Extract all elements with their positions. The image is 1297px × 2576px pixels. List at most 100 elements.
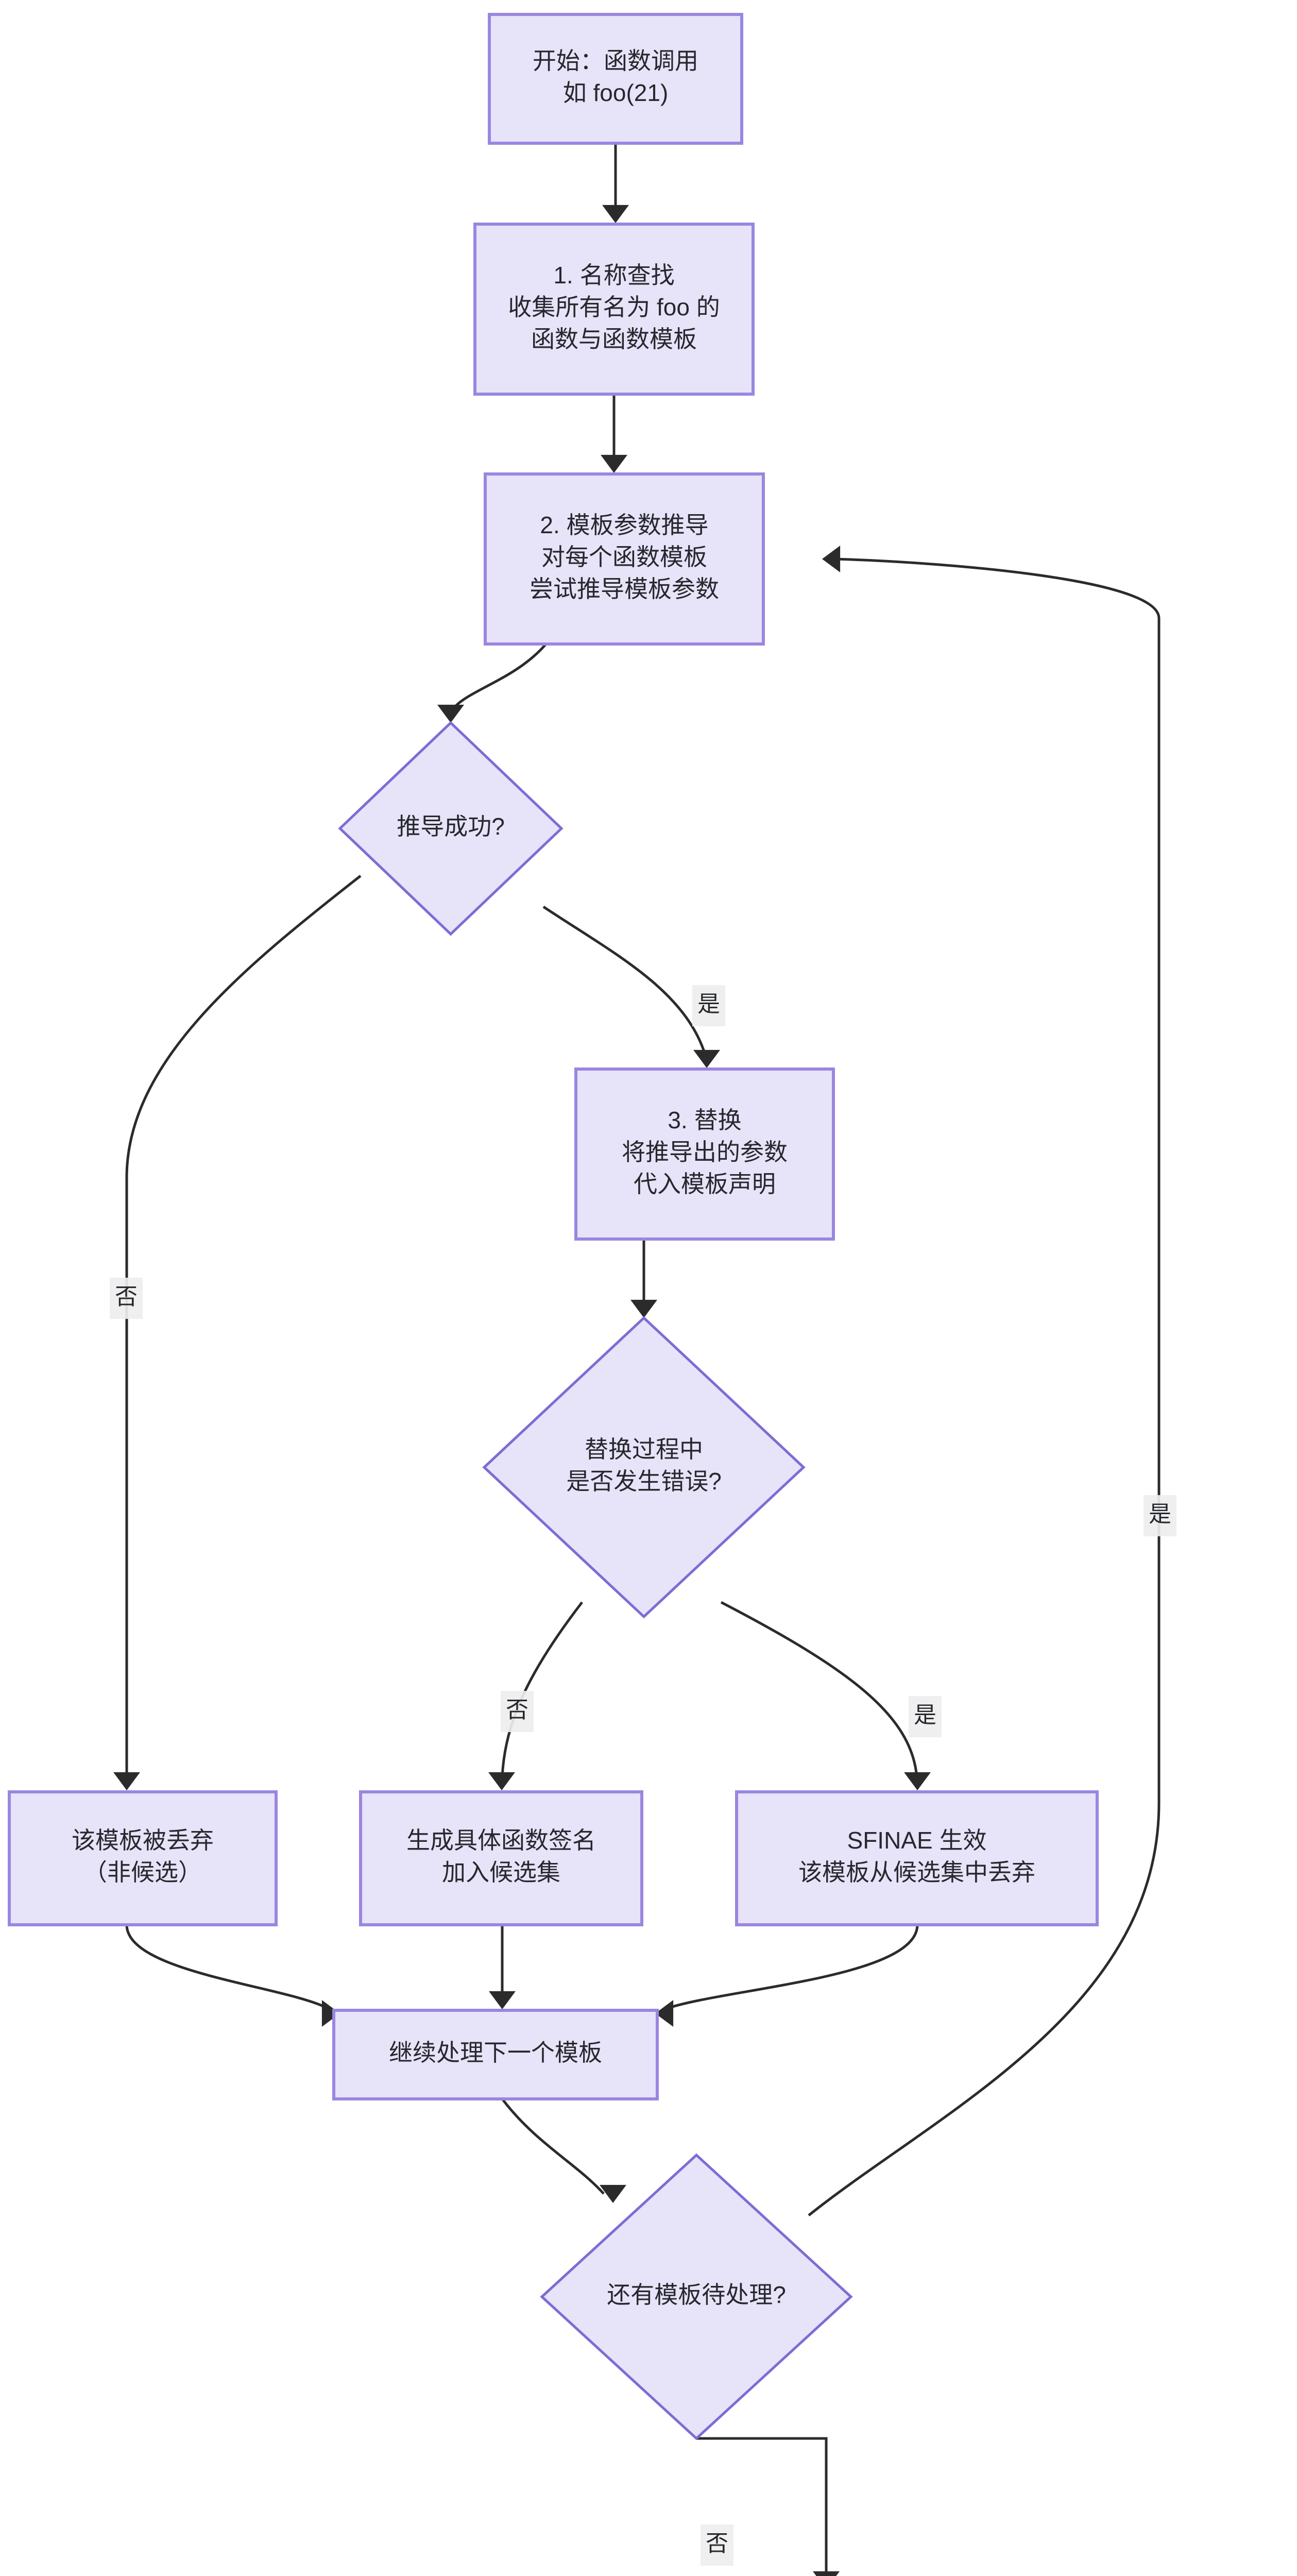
node-label-line: 代入模板声明 <box>634 1171 776 1197</box>
node-decision[interactable] <box>482 1316 806 1619</box>
node-discarded[interactable]: 该模板被丢弃 （非候选） <box>8 1790 278 1926</box>
edge-label-bg <box>909 1696 942 1737</box>
node-decision[interactable] <box>338 721 564 936</box>
edge-labels-layer: 否是否是是否是否否是 <box>110 985 1176 2566</box>
arrow-head <box>437 704 464 723</box>
arrow-head <box>822 546 841 572</box>
edge-label-bg <box>701 2524 733 2566</box>
edge-line <box>125 875 362 1777</box>
node-label-line: 替换过程中 <box>585 1436 703 1463</box>
arrow-head <box>489 1991 516 2009</box>
edge-label-e7: 否 <box>501 1691 534 1732</box>
edge-label-bg <box>1144 1495 1176 1536</box>
edge-label-e13: 是 <box>1144 1495 1176 1536</box>
arrow-head <box>113 1772 140 1790</box>
edge-line <box>501 1601 583 1778</box>
node-box[interactable] <box>735 1790 1099 1926</box>
arrow-head <box>600 2184 626 2203</box>
node-step2[interactable]: 2. 模板参数推导对每个函数模板尝试推导模板参数 <box>484 472 765 646</box>
arrow-head <box>630 1299 657 1318</box>
node-label: 生成具体函数签名加入候选集 <box>406 1827 596 1886</box>
edge-e4 <box>113 875 362 1790</box>
edge-label-e5: 是 <box>692 985 725 1026</box>
edge-e3 <box>437 643 547 723</box>
edge-e9 <box>125 1924 340 2027</box>
edge-line <box>125 1924 331 2011</box>
arrow-head <box>655 2000 674 2027</box>
node-box[interactable] <box>473 223 755 396</box>
node-more_tpl[interactable]: 还有模板待处理? <box>540 2153 853 2441</box>
edge-label-bg <box>501 1691 534 1732</box>
edge-label-text: 否 <box>115 1284 138 1310</box>
edge-line <box>696 2437 828 2576</box>
edge-label-e8: 是 <box>909 1696 942 1737</box>
node-label-line: 函数与函数模板 <box>531 326 697 352</box>
edge-e6 <box>630 1239 657 1318</box>
node-label-line: 生成具体函数签名 <box>406 1827 596 1854</box>
node-label: 推导成功? <box>397 813 505 840</box>
node-label-line: 2. 模板参数推导 <box>540 512 708 538</box>
edge-line <box>664 1924 919 2011</box>
node-label: 还有模板待处理? <box>607 2281 786 2308</box>
node-label-line: 推导成功? <box>397 813 505 840</box>
node-label-line: 对每个函数模板 <box>541 544 707 570</box>
node-signature[interactable]: 生成具体函数签名加入候选集 <box>359 1790 643 1926</box>
node-deduce_ok[interactable]: 推导成功? <box>338 721 564 936</box>
node-label-line: 如 foo(21) <box>563 79 669 106</box>
node-box[interactable] <box>332 2009 659 2100</box>
edge-line <box>501 2098 605 2195</box>
edge-e2 <box>601 394 627 473</box>
node-box[interactable] <box>8 1790 278 1926</box>
node-label: 开始：函数调用如 foo(21) <box>533 47 698 106</box>
node-label: SFINAE 生效该模板从候选集中丢弃 <box>798 1827 1035 1886</box>
node-label: 该模板被丢弃 （非候选） <box>72 1827 214 1886</box>
node-label: 继续处理下一个模板 <box>389 2039 602 2066</box>
node-label-line: 还有模板待处理? <box>607 2281 786 2308</box>
node-box[interactable] <box>359 1790 643 1926</box>
node-sfinae[interactable]: SFINAE 生效该模板从候选集中丢弃 <box>735 1790 1099 1926</box>
node-label-line: （非候选） <box>83 1859 202 1886</box>
edge-e1 <box>602 143 629 223</box>
node-step1[interactable]: 1. 名称查找收集所有名为 foo 的函数与函数模板 <box>473 223 755 396</box>
node-label-line: 将推导出的参数 <box>622 1139 788 1165</box>
edge-label-e14: 否 <box>701 2524 733 2566</box>
node-box[interactable] <box>574 1067 835 1241</box>
edge-e10 <box>489 1925 516 2009</box>
node-label-line: 1. 名称查找 <box>553 262 674 289</box>
node-decision[interactable] <box>540 2153 853 2441</box>
node-label-line: 尝试推导模板参数 <box>530 575 719 602</box>
edge-line <box>720 1601 918 1778</box>
arrow-head <box>321 2000 340 2027</box>
node-box[interactable] <box>488 13 743 145</box>
nodes-layer: 开始：函数调用如 foo(21) 1. 名称查找收集所有名为 foo 的函数与函数… <box>8 13 1099 2441</box>
node-label-line: 加入候选集 <box>442 1859 560 1886</box>
node-subst_err[interactable]: 替换过程中是否发生错误? <box>482 1316 806 1619</box>
edge-label-text: 否 <box>506 1698 528 1723</box>
node-next_tpl[interactable]: 继续处理下一个模板 <box>332 2009 659 2100</box>
node-step3[interactable]: 3. 替换将推导出的参数代入模板声明 <box>574 1067 835 1241</box>
node-label: 1. 名称查找收集所有名为 foo 的函数与函数模板 <box>508 262 720 352</box>
node-box[interactable] <box>484 472 765 646</box>
edge-e13 <box>808 546 1161 2216</box>
node-label-line: 开始：函数调用 <box>533 47 698 74</box>
node-label: 替换过程中是否发生错误? <box>566 1436 722 1495</box>
edge-e8 <box>720 1601 931 1790</box>
edge-label-text: 是 <box>1149 1502 1171 1527</box>
arrow-head <box>813 2571 840 2576</box>
node-label-line: 该模板从候选集中丢弃 <box>798 1859 1035 1886</box>
edge-e14 <box>696 2437 840 2576</box>
node-label: 2. 模板参数推导对每个函数模板尝试推导模板参数 <box>530 512 719 602</box>
arrow-head <box>602 205 629 223</box>
node-start[interactable]: 开始：函数调用如 foo(21) <box>488 13 743 145</box>
node-label-line: 3. 替换 <box>668 1107 741 1133</box>
edge-label-text: 是 <box>914 1703 936 1728</box>
edge-label-text: 否 <box>706 2531 728 2556</box>
arrow-head <box>693 1049 720 1068</box>
arrow-head <box>488 1772 515 1790</box>
edge-label-e4: 否 <box>110 1278 143 1319</box>
node-label-line: 继续处理下一个模板 <box>389 2039 602 2066</box>
edge-label-text: 是 <box>697 992 720 1017</box>
node-label-line: 该模板被丢弃 <box>72 1827 214 1854</box>
